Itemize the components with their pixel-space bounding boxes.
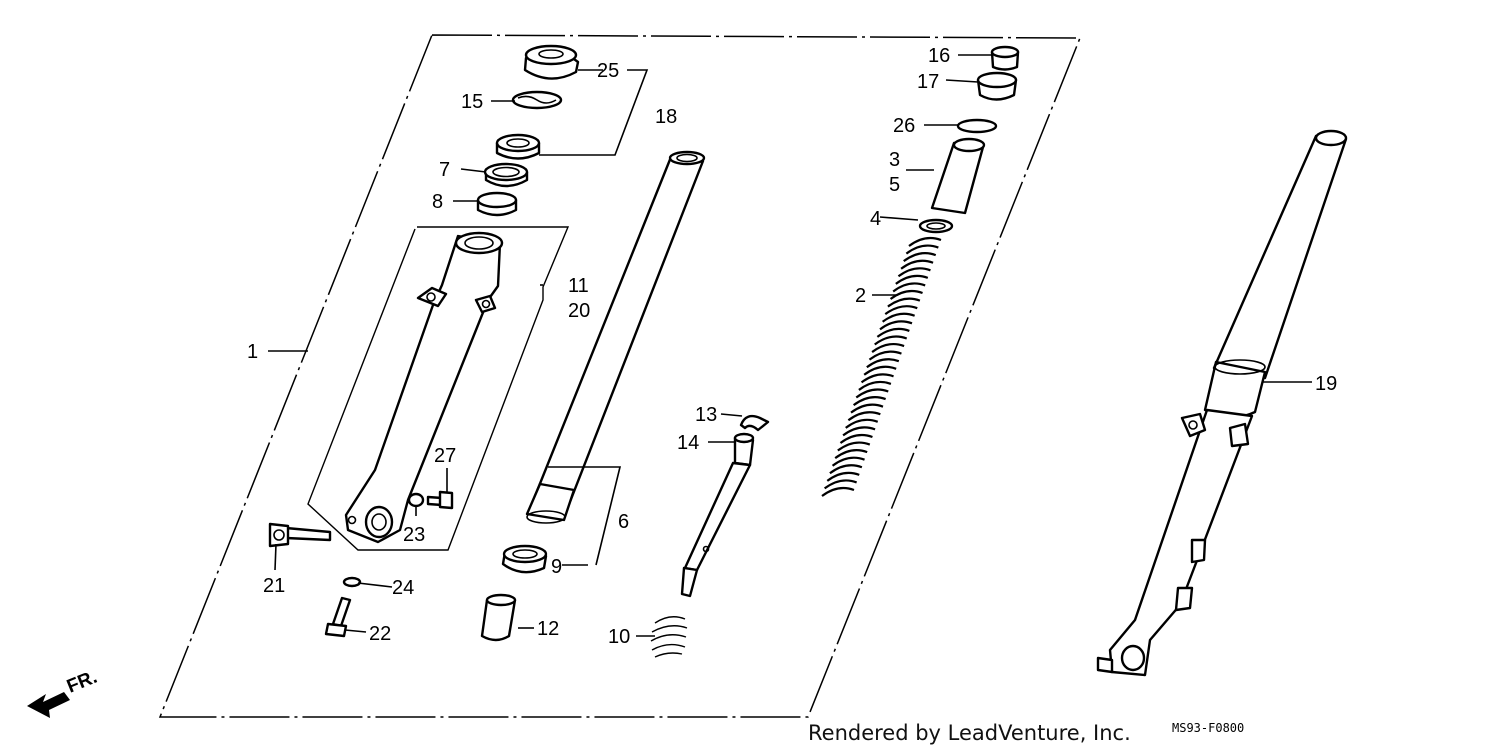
callout-27: 27: [434, 445, 456, 467]
callout-26: 26: [893, 115, 915, 137]
front-direction-label: FR.: [64, 667, 100, 698]
slider-subassembly-outline: [307, 226, 570, 551]
hardware-set: [268, 490, 454, 638]
callout-6: 6: [618, 511, 629, 533]
seal-stack: [476, 44, 580, 217]
callout-labels: 1 2 3 4 5 6 7 8 9 10 11 12 13 14 15 16 1…: [247, 45, 1337, 648]
callout-12: 12: [537, 618, 559, 640]
callout-18: 18: [655, 106, 677, 128]
fork-slider-part: [307, 226, 570, 551]
fork-spring-part: [821, 236, 942, 497]
front-direction-arrow-icon: FR.: [27, 667, 100, 718]
rebound-spring-part: [650, 616, 688, 658]
render-credit: Rendered by LeadVenture, Inc.: [808, 721, 1131, 745]
callout-9: 9: [551, 556, 562, 578]
leader-lines: [268, 54, 1312, 637]
callout-7: 7: [439, 159, 450, 181]
callout-22: 22: [369, 623, 391, 645]
callout-21: 21: [263, 575, 285, 597]
callout-15: 15: [461, 91, 483, 113]
fork-pipe-part: [525, 150, 706, 524]
callout-14: 14: [677, 432, 699, 454]
exploded-view-frame: [158, 34, 1082, 718]
callout-3: 3: [889, 149, 900, 171]
callout-10: 10: [608, 626, 630, 648]
callout-5: 5: [889, 174, 900, 196]
callout-2: 2: [855, 285, 866, 307]
callout-11: 11: [568, 275, 589, 297]
callout-19: 19: [1315, 373, 1337, 395]
callout-23: 23: [403, 524, 425, 546]
callout-17: 17: [917, 71, 939, 93]
callout-13: 13: [695, 404, 717, 426]
callout-20: 20: [568, 300, 590, 322]
damper-rod-part: [680, 414, 770, 598]
callout-4: 4: [870, 208, 881, 230]
callout-8: 8: [432, 191, 443, 213]
spring-seat-stack: [918, 45, 1020, 234]
oil-lock-piece-part: [480, 593, 517, 642]
assembled-fork-leg-part: [1096, 129, 1348, 677]
callout-16: 16: [928, 45, 950, 67]
callout-1: 1: [247, 341, 258, 363]
callout-24: 24: [392, 577, 414, 599]
fork-spring-coils: [821, 236, 942, 497]
diagram-code: MS93-F0800: [1172, 721, 1244, 735]
callout-25: 25: [597, 60, 619, 82]
slide-bushing-part: [501, 544, 548, 574]
